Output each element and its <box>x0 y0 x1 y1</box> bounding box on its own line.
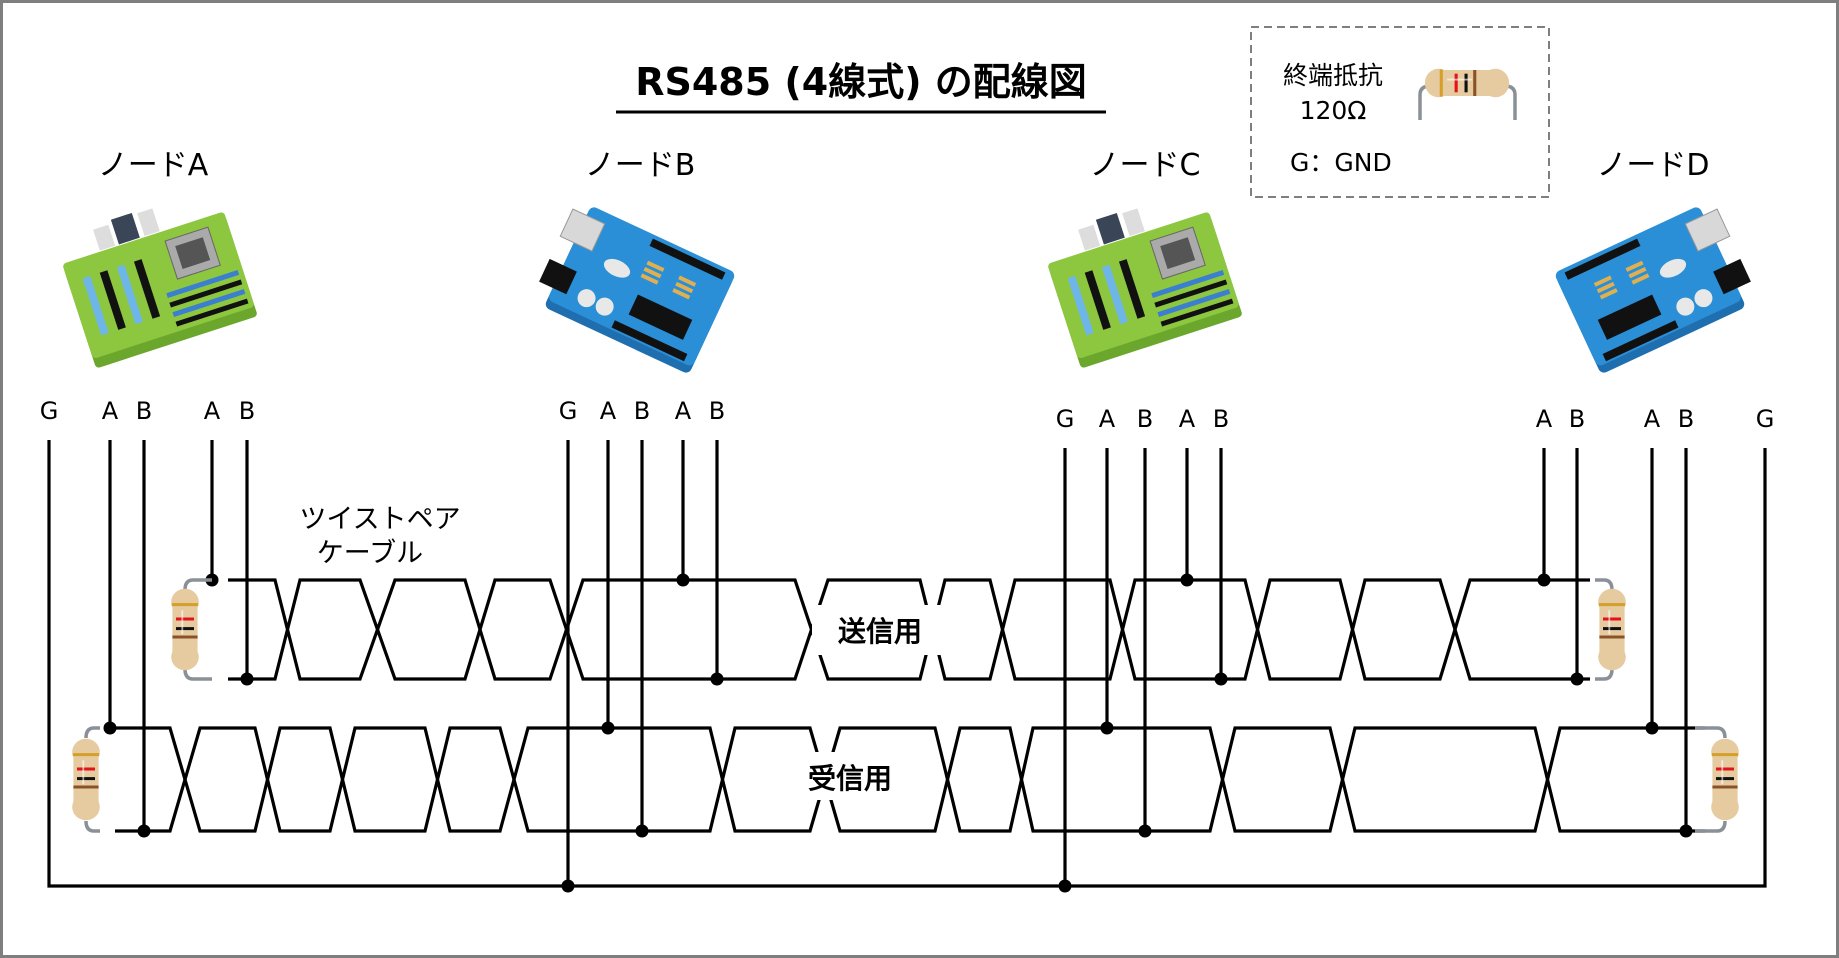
junction-dot <box>1645 721 1659 735</box>
node-d-pin-a-label: A <box>1644 405 1661 433</box>
diagram-title: RS485 (4線式) の配線図 <box>635 60 1087 104</box>
junction-dot <box>710 672 724 686</box>
node-c-pin-a-label: A <box>1099 405 1116 433</box>
receive-label-bg <box>785 752 925 800</box>
junction-dot <box>1180 573 1194 587</box>
node-b-pin-b-label: B <box>634 397 650 425</box>
terminator-tx-right-icon <box>1598 588 1626 671</box>
motherboard-icon <box>63 208 257 368</box>
receive-pair-label: 受信用 <box>808 762 892 795</box>
junction-dot <box>137 824 151 838</box>
node-d-pin-b-label: B <box>1678 405 1694 433</box>
junction-dot <box>635 824 649 838</box>
cable-label-line1: ツイストペア <box>299 504 460 535</box>
terminator-tx-left-leads <box>183 578 212 681</box>
legend-border <box>1250 26 1550 198</box>
node-c-pin-b-label: B <box>1137 405 1153 433</box>
node-d-pin-b-label: B <box>1569 405 1585 433</box>
node-b-pin-a-label: A <box>600 397 617 425</box>
junction-dot <box>676 573 690 587</box>
transmit-label-bg <box>812 605 942 655</box>
node-a-pin-b-label: B <box>136 397 152 425</box>
junction-dot <box>103 721 117 735</box>
node-d-pin-a-label: A <box>1536 405 1553 433</box>
legend-resistor-label: 終端抵抗 <box>1283 61 1383 90</box>
receive-pair-wire-2 <box>115 726 1705 833</box>
node-a-label: ノードA <box>98 148 209 183</box>
junction-dot <box>561 879 575 893</box>
node-a-pin-g-label: G <box>40 397 59 425</box>
node-a-pin-a-label: A <box>204 397 221 425</box>
terminator-rx-left-leads <box>84 726 100 833</box>
legend-ground-label: G：GND <box>1290 148 1392 177</box>
junction-dot <box>1570 672 1584 686</box>
terminator-rx-right-icon <box>1711 738 1739 821</box>
legend-resistor-icon <box>1424 68 1510 98</box>
node-c-pin-a-label: A <box>1179 405 1196 433</box>
node-c-pin-b-label: B <box>1213 405 1229 433</box>
junction-dot <box>1058 879 1072 893</box>
junction-dot <box>1214 672 1228 686</box>
node-b-label: ノードB <box>585 148 696 183</box>
ground-bus <box>47 440 1767 888</box>
node-d-pin-g-label: G <box>1756 405 1775 433</box>
node-a-pin-a-label: A <box>102 397 119 425</box>
transmit-pair-label: 送信用 <box>838 615 922 648</box>
node-b-pin-g-label: G <box>559 397 578 425</box>
node-c-label: ノードC <box>1090 148 1201 183</box>
cable-label-line2: ケーブル <box>317 538 423 569</box>
node-d-label: ノードD <box>1596 148 1709 183</box>
node-b-pin-a-label: A <box>675 397 692 425</box>
microcontroller-icon <box>1555 207 1751 373</box>
junction-dot <box>1100 721 1114 735</box>
terminator-rx-right-leads <box>1695 726 1727 833</box>
junction-dot <box>1138 824 1152 838</box>
node-b-pin-b-label: B <box>709 397 725 425</box>
motherboard-icon <box>1048 208 1242 368</box>
microcontroller-icon <box>539 207 735 373</box>
node-c-pin-g-label: G <box>1056 405 1075 433</box>
junction-dot <box>601 721 615 735</box>
terminator-tx-right-leads <box>1595 578 1614 681</box>
junction-dot <box>240 672 254 686</box>
terminator-rx-left-icon <box>72 738 100 821</box>
legend-resistor-value: 120Ω <box>1300 96 1367 125</box>
junction-dot <box>1679 824 1693 838</box>
node-a-pin-b-label: B <box>239 397 255 425</box>
terminator-tx-left-icon <box>171 588 199 671</box>
junction-dot <box>1537 573 1551 587</box>
receive-pair-wire-1 <box>115 726 1705 833</box>
legend-box: 終端抵抗 120Ω G：GND <box>1250 26 1550 198</box>
